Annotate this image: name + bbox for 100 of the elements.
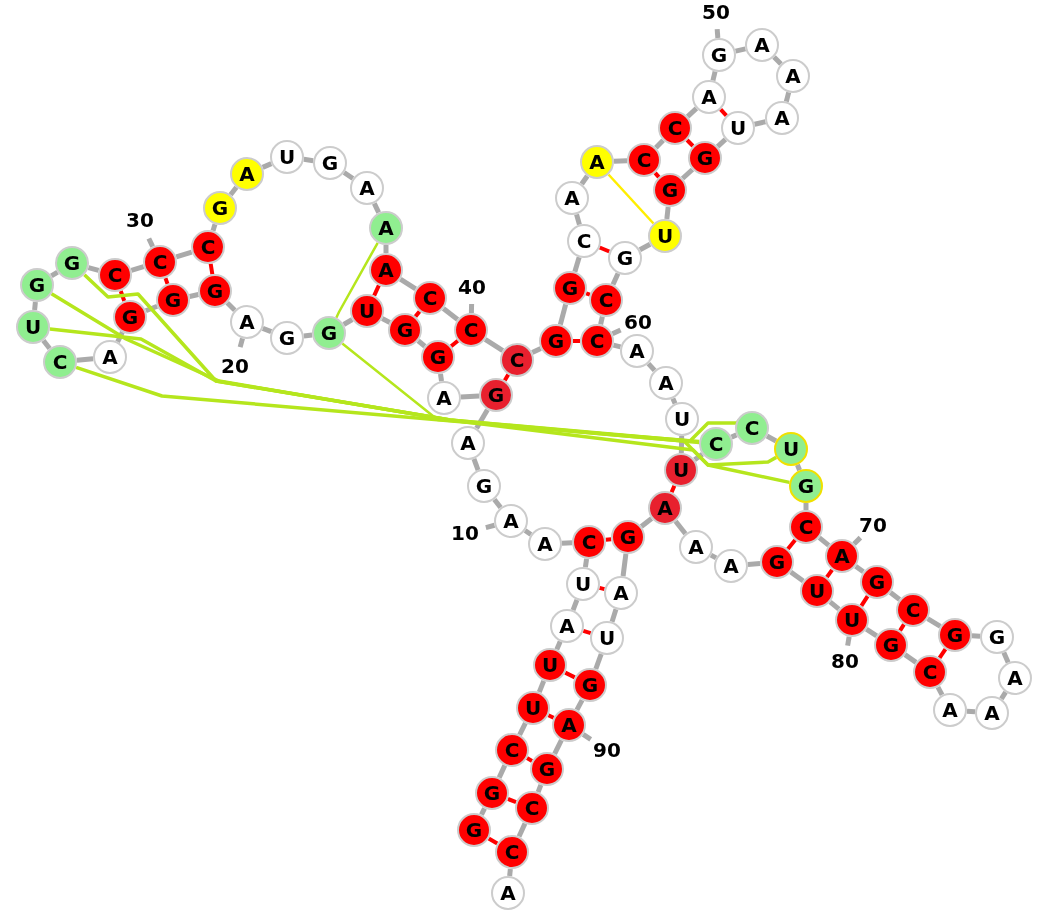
backbone-line xyxy=(582,558,590,568)
nucleotide-circle: A xyxy=(714,549,748,583)
nucleotide-circle: G xyxy=(539,324,573,358)
nucleotide-circle: A xyxy=(230,305,264,339)
backbone-line xyxy=(935,685,945,697)
nucleotide-circle: A xyxy=(620,334,654,368)
nucleotide-circle: A xyxy=(649,366,683,400)
nucleotide-circle: G xyxy=(20,268,54,302)
nucleotide-circle: G xyxy=(312,316,346,350)
nucleotide-circle: C xyxy=(495,733,529,767)
pair-line xyxy=(786,538,797,551)
position-number: 80 xyxy=(831,649,859,673)
nucleotide-circle: G xyxy=(980,620,1014,654)
pair-line xyxy=(825,568,834,579)
position-number: 50 xyxy=(702,0,730,24)
backbone-line xyxy=(228,185,239,197)
nucleotide-circle: A xyxy=(528,527,562,561)
position-number: 30 xyxy=(126,208,154,232)
pair-line xyxy=(372,284,381,297)
backbone-line xyxy=(817,535,831,548)
nucleotide-circle: G xyxy=(760,545,794,579)
nucleotide-circle: A xyxy=(648,491,682,525)
nucleotide-circle: G xyxy=(608,241,642,275)
nucleotide-circle: C xyxy=(495,835,529,869)
nucleotide-circle: G xyxy=(475,776,509,810)
nucleotide-circle: U xyxy=(721,111,755,145)
backbone-line xyxy=(474,408,490,430)
position-number: 40 xyxy=(458,275,486,299)
nucleotide-circle: U xyxy=(516,691,550,725)
backbone-line xyxy=(399,277,417,291)
backbone-line xyxy=(803,503,809,510)
backbone-line xyxy=(610,272,621,286)
backbone-line xyxy=(570,599,580,611)
backbone-line xyxy=(561,540,573,546)
nucleotide-circle: G xyxy=(270,321,304,355)
position-number: 60 xyxy=(624,310,652,334)
nucleotide-circle: G xyxy=(313,146,347,180)
position-number: 90 xyxy=(593,738,621,762)
backbone-line xyxy=(507,868,513,877)
pair-line xyxy=(859,595,870,607)
nucleotide-circle: A xyxy=(427,381,461,415)
nucleotide-circle: U xyxy=(350,294,384,328)
backbone-line xyxy=(828,599,841,612)
backbone-line xyxy=(638,242,652,252)
backbone-line xyxy=(765,433,778,444)
backbone-line xyxy=(41,338,52,351)
nucleotide-circle: C xyxy=(789,510,823,544)
nucleotide-circle: A xyxy=(494,504,528,538)
nucleotide-circle: C xyxy=(43,345,77,379)
backbone-line xyxy=(557,303,569,326)
nucleotide-circle: G xyxy=(702,38,736,72)
nucleotide-circle: G xyxy=(113,300,147,334)
backbone-line xyxy=(460,393,480,400)
nucleotide-circle: G xyxy=(479,378,513,412)
backbone-line xyxy=(1001,651,1011,664)
pair-line xyxy=(487,836,499,846)
backbone-line xyxy=(999,690,1008,701)
backbone-line xyxy=(441,306,460,322)
backbone-line xyxy=(747,560,761,568)
nucleotide-circle: G xyxy=(553,271,587,305)
backbone-line xyxy=(685,106,699,119)
nucleotide-circle: C xyxy=(896,593,930,627)
nucleotide-circle: A xyxy=(604,576,638,610)
backbone-line xyxy=(492,497,503,510)
backbone-line xyxy=(342,170,355,181)
nucleotide-circle: A xyxy=(679,530,713,564)
backbone-line xyxy=(536,679,547,694)
nucleotide-circle: C xyxy=(143,245,177,279)
pair-line xyxy=(335,242,379,319)
nucleotide-circle: C xyxy=(735,411,769,445)
backbone-line xyxy=(189,292,199,299)
backbone-line xyxy=(496,764,508,779)
nucleotide-circle: U xyxy=(533,648,567,682)
nucleotide-circle: U xyxy=(270,140,304,174)
backbone-line xyxy=(646,361,657,373)
nucleotide-circle: A xyxy=(451,426,485,460)
backbone-line xyxy=(903,652,918,665)
backbone-line xyxy=(416,338,427,349)
position-number: 20 xyxy=(221,354,249,378)
nucleotide-circle: C xyxy=(500,343,534,377)
backbone-line xyxy=(926,616,942,629)
backbone-line xyxy=(864,627,879,638)
backbone-line xyxy=(572,256,582,273)
backbone-line xyxy=(383,245,389,253)
nucleotide-circle: C xyxy=(413,281,447,315)
nucleotide-circle: G xyxy=(467,469,501,503)
nucleotide-circle: A xyxy=(975,696,1009,730)
nucleotide-circle: A xyxy=(350,171,384,205)
nucleotide-circle: A xyxy=(555,181,589,215)
backbone-line xyxy=(372,202,381,214)
backbone-line xyxy=(574,213,582,226)
nucleotide-circle: G xyxy=(388,313,422,347)
backbone-line xyxy=(680,167,695,181)
backbone-line xyxy=(76,356,94,363)
nucleotide-circle: G xyxy=(688,141,722,175)
nucleotide-circle: A xyxy=(998,661,1032,695)
nucleotide-circle: U xyxy=(16,310,50,344)
nucleotide-circle: A xyxy=(550,609,584,643)
nucleotide-circle: U xyxy=(664,453,698,487)
backbone-line xyxy=(654,138,665,150)
